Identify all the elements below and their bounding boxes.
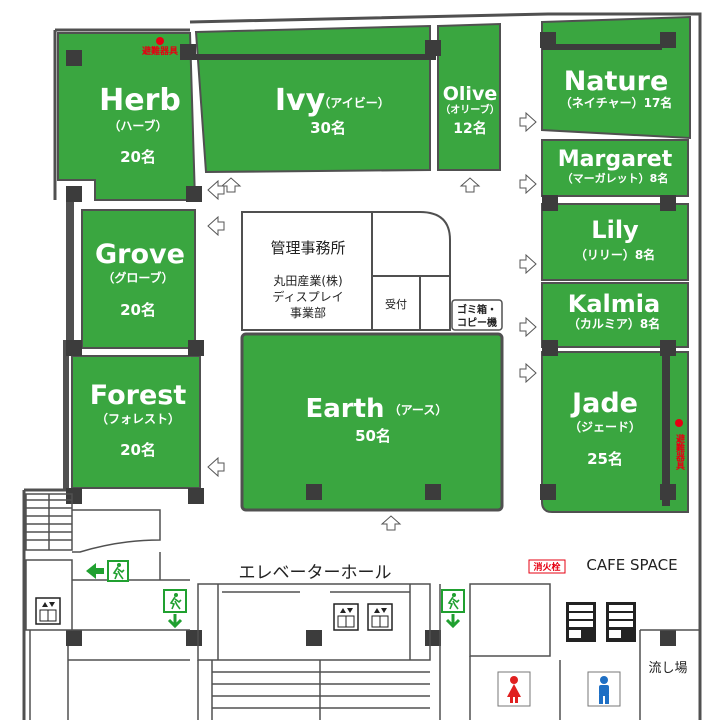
office-company-line3: 事業部 bbox=[290, 305, 326, 320]
room-earth-kana: （アース） bbox=[389, 402, 448, 417]
trash-copy-line1: ゴミ箱・ bbox=[457, 303, 497, 316]
reception-label: 受付 bbox=[385, 298, 407, 311]
room-kalmia[interactable]: Kalmia （カルミア）8名 bbox=[541, 282, 689, 348]
service-area bbox=[469, 583, 700, 720]
pillars bbox=[66, 32, 676, 646]
room-jade-name: Jade bbox=[570, 388, 638, 419]
evacuation-equipment-side: 避難器具 bbox=[674, 419, 686, 471]
room-forest-capacity: 20名 bbox=[120, 441, 156, 459]
svg-text:（リリー）8名: （リリー）8名 bbox=[575, 247, 655, 262]
office-block: 管理事務所 丸田産業(株) ディスプレイ 事業部 受付 bbox=[241, 211, 451, 331]
hydrant-label: 消火栓 bbox=[533, 561, 560, 573]
office-title: 管理事務所 bbox=[270, 239, 345, 257]
room-lily-capacity: 8名 bbox=[635, 247, 655, 262]
room-ivy-kana: （アイビー） bbox=[318, 95, 389, 110]
svg-text:Ivy: Ivy bbox=[275, 83, 326, 118]
elevator-icon bbox=[333, 603, 359, 631]
office-company-line1: 丸田産業(株) bbox=[273, 273, 342, 288]
room-olive-kana: （オリーブ） bbox=[440, 103, 499, 116]
room-margaret[interactable]: Margaret （マーガレット）8名 bbox=[541, 139, 689, 197]
room-grove-kana: （グローブ） bbox=[102, 270, 173, 285]
fire-hydrant: 消火栓 bbox=[528, 559, 566, 574]
building-walls bbox=[22, 12, 702, 720]
room-nature-kana: （ネイチャー） bbox=[560, 95, 644, 110]
room-olive-name: Olive bbox=[443, 83, 497, 105]
room-ivy[interactable]: Ivy （アイビー） 30名 bbox=[194, 24, 431, 174]
room-margaret-capacity: 8名 bbox=[650, 171, 669, 185]
room-forest-kana: （フォレスト） bbox=[96, 411, 180, 426]
exit-sign-icon bbox=[163, 589, 187, 629]
room-earth[interactable]: Earth （アース） 50名 bbox=[240, 332, 504, 512]
door-arrow-icon bbox=[519, 316, 537, 338]
female-toilet-icon bbox=[497, 671, 531, 707]
door-arrow-icon bbox=[380, 515, 402, 531]
room-grove-name: Grove bbox=[95, 239, 185, 270]
exit-sign-icon bbox=[441, 589, 465, 629]
room-margaret-kana: （マーガレット） bbox=[562, 171, 650, 185]
room-lily[interactable]: Lily （リリー）8名 bbox=[541, 203, 689, 281]
room-grove[interactable]: Grove （グローブ） 20名 bbox=[81, 209, 196, 349]
stairwell bbox=[25, 493, 190, 720]
exit-sign-icon bbox=[86, 560, 129, 582]
evacuation-top-label: 避難器具 bbox=[142, 45, 178, 57]
room-kalmia-capacity: 8名 bbox=[640, 316, 660, 331]
room-jade-kana: （ジェード） bbox=[569, 419, 641, 434]
room-olive-capacity: 12名 bbox=[453, 120, 486, 137]
vending-machine-icon bbox=[566, 602, 596, 642]
room-earth-capacity: 50名 bbox=[355, 427, 391, 445]
door-arrow-icon bbox=[519, 111, 537, 133]
room-herb-name: Herb bbox=[99, 83, 181, 118]
room-kalmia-name: Kalmia bbox=[568, 290, 660, 318]
male-toilet-icon bbox=[587, 671, 621, 707]
room-forest-name: Forest bbox=[90, 380, 187, 411]
door-arrow-icon bbox=[207, 179, 225, 201]
vending-machine-icon bbox=[606, 602, 636, 642]
door-arrow-icon bbox=[459, 177, 481, 193]
svg-text:（カルミア）8名: （カルミア）8名 bbox=[568, 316, 660, 331]
door-arrow-icon bbox=[519, 253, 537, 275]
room-jade[interactable]: Jade （ジェード） 25名 bbox=[541, 351, 689, 513]
room-margaret-name: Margaret bbox=[558, 147, 673, 172]
svg-text:（マーガレット）8名: （マーガレット）8名 bbox=[562, 171, 669, 185]
room-lily-name: Lily bbox=[591, 216, 639, 244]
room-forest[interactable]: Forest （フォレスト） 20名 bbox=[71, 355, 201, 489]
svg-text:（ネイチャー）17名: （ネイチャー）17名 bbox=[560, 95, 673, 110]
room-nature-name: Nature bbox=[564, 66, 669, 97]
door-arrow-icon bbox=[207, 456, 225, 478]
room-nature-capacity: 17名 bbox=[644, 95, 673, 110]
evacuation-equipment-top: 避難器具 bbox=[142, 37, 178, 57]
elevator-icon bbox=[35, 597, 61, 625]
door-arrows bbox=[207, 111, 537, 531]
door-arrow-icon bbox=[519, 173, 537, 195]
room-earth-name: Earth bbox=[305, 394, 384, 424]
room-olive[interactable]: Olive （オリーブ） 12名 bbox=[437, 22, 501, 171]
room-herb[interactable]: Herb （ハーブ） 20名 bbox=[57, 32, 197, 201]
room-lily-kana: （リリー） bbox=[575, 247, 635, 262]
svg-text:Earth: Earth bbox=[305, 394, 384, 424]
trash-copy-line2: コピー機 bbox=[457, 316, 497, 329]
elevator-hall-label: エレベーターホール bbox=[239, 563, 392, 583]
cafe-space-label: CAFE SPACE bbox=[586, 556, 677, 574]
door-arrow-icon bbox=[519, 362, 537, 384]
office-company-line2: ディスプレイ bbox=[272, 289, 343, 304]
elevator-hall bbox=[197, 583, 441, 720]
room-herb-kana: （ハーブ） bbox=[108, 118, 167, 133]
room-ivy-capacity: 30名 bbox=[310, 119, 346, 137]
door-arrow-icon bbox=[220, 177, 242, 193]
trash-copy-area: ゴミ箱・ コピー機 bbox=[451, 299, 503, 331]
elevator-icon bbox=[367, 603, 393, 631]
room-herb-capacity: 20名 bbox=[120, 148, 156, 166]
room-ivy-name: Ivy bbox=[275, 83, 326, 118]
room-grove-capacity: 20名 bbox=[120, 301, 156, 319]
sink-label: 流し場 bbox=[648, 661, 687, 676]
room-kalmia-kana: （カルミア） bbox=[568, 316, 640, 331]
evacuation-side-label: 避難器具 bbox=[674, 433, 686, 471]
door-arrow-icon bbox=[207, 215, 225, 237]
room-jade-capacity: 25名 bbox=[587, 450, 623, 468]
